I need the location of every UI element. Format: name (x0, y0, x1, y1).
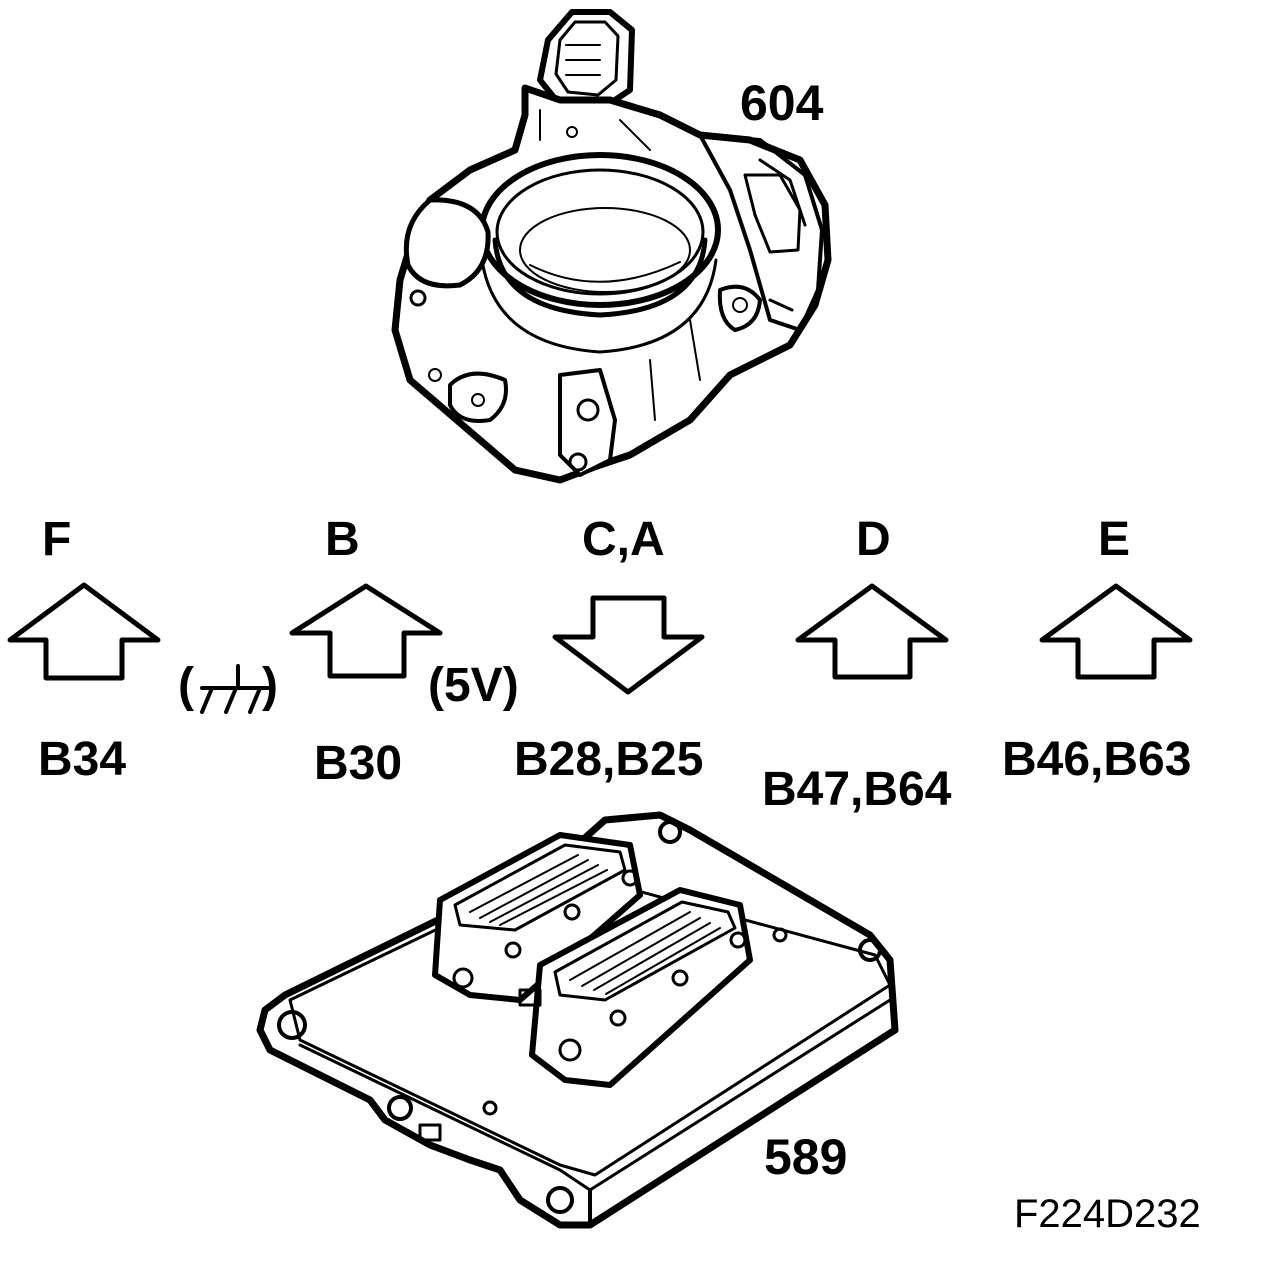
component-number-module: 589 (764, 1129, 848, 1185)
arrow-down-ca (552, 595, 705, 695)
ground-icon (200, 664, 274, 714)
pin-letter-ca: C,A (582, 513, 665, 566)
throttle-body-illustration (391, 9, 832, 484)
pin-letter-e: E (1098, 513, 1131, 566)
ecu-pins-b: B30 (314, 737, 403, 790)
ecu-pins-d: B47,B64 (762, 763, 952, 816)
ecu-pins-e: B46,B63 (1002, 733, 1192, 786)
ground-paren-close: ) (262, 659, 278, 712)
arrow-up-b (289, 583, 443, 679)
pin-letter-d: D (856, 513, 891, 566)
ecu-pins-ca: B28,B25 (514, 733, 704, 786)
figure-id: F224D232 (1014, 1192, 1201, 1236)
ecu-pins-f: B34 (38, 733, 127, 786)
arrow-up-f (7, 582, 161, 681)
supply-voltage-label: (5V) (428, 659, 519, 712)
ground-paren-open: ( (178, 659, 194, 712)
arrow-up-d (795, 583, 949, 680)
pin-letter-f: F (42, 513, 72, 566)
arrow-up-e (1039, 583, 1193, 680)
component-number-throttle: 604 (740, 75, 824, 131)
control-module-illustration (256, 811, 899, 1229)
pin-letter-b: B (325, 513, 360, 566)
